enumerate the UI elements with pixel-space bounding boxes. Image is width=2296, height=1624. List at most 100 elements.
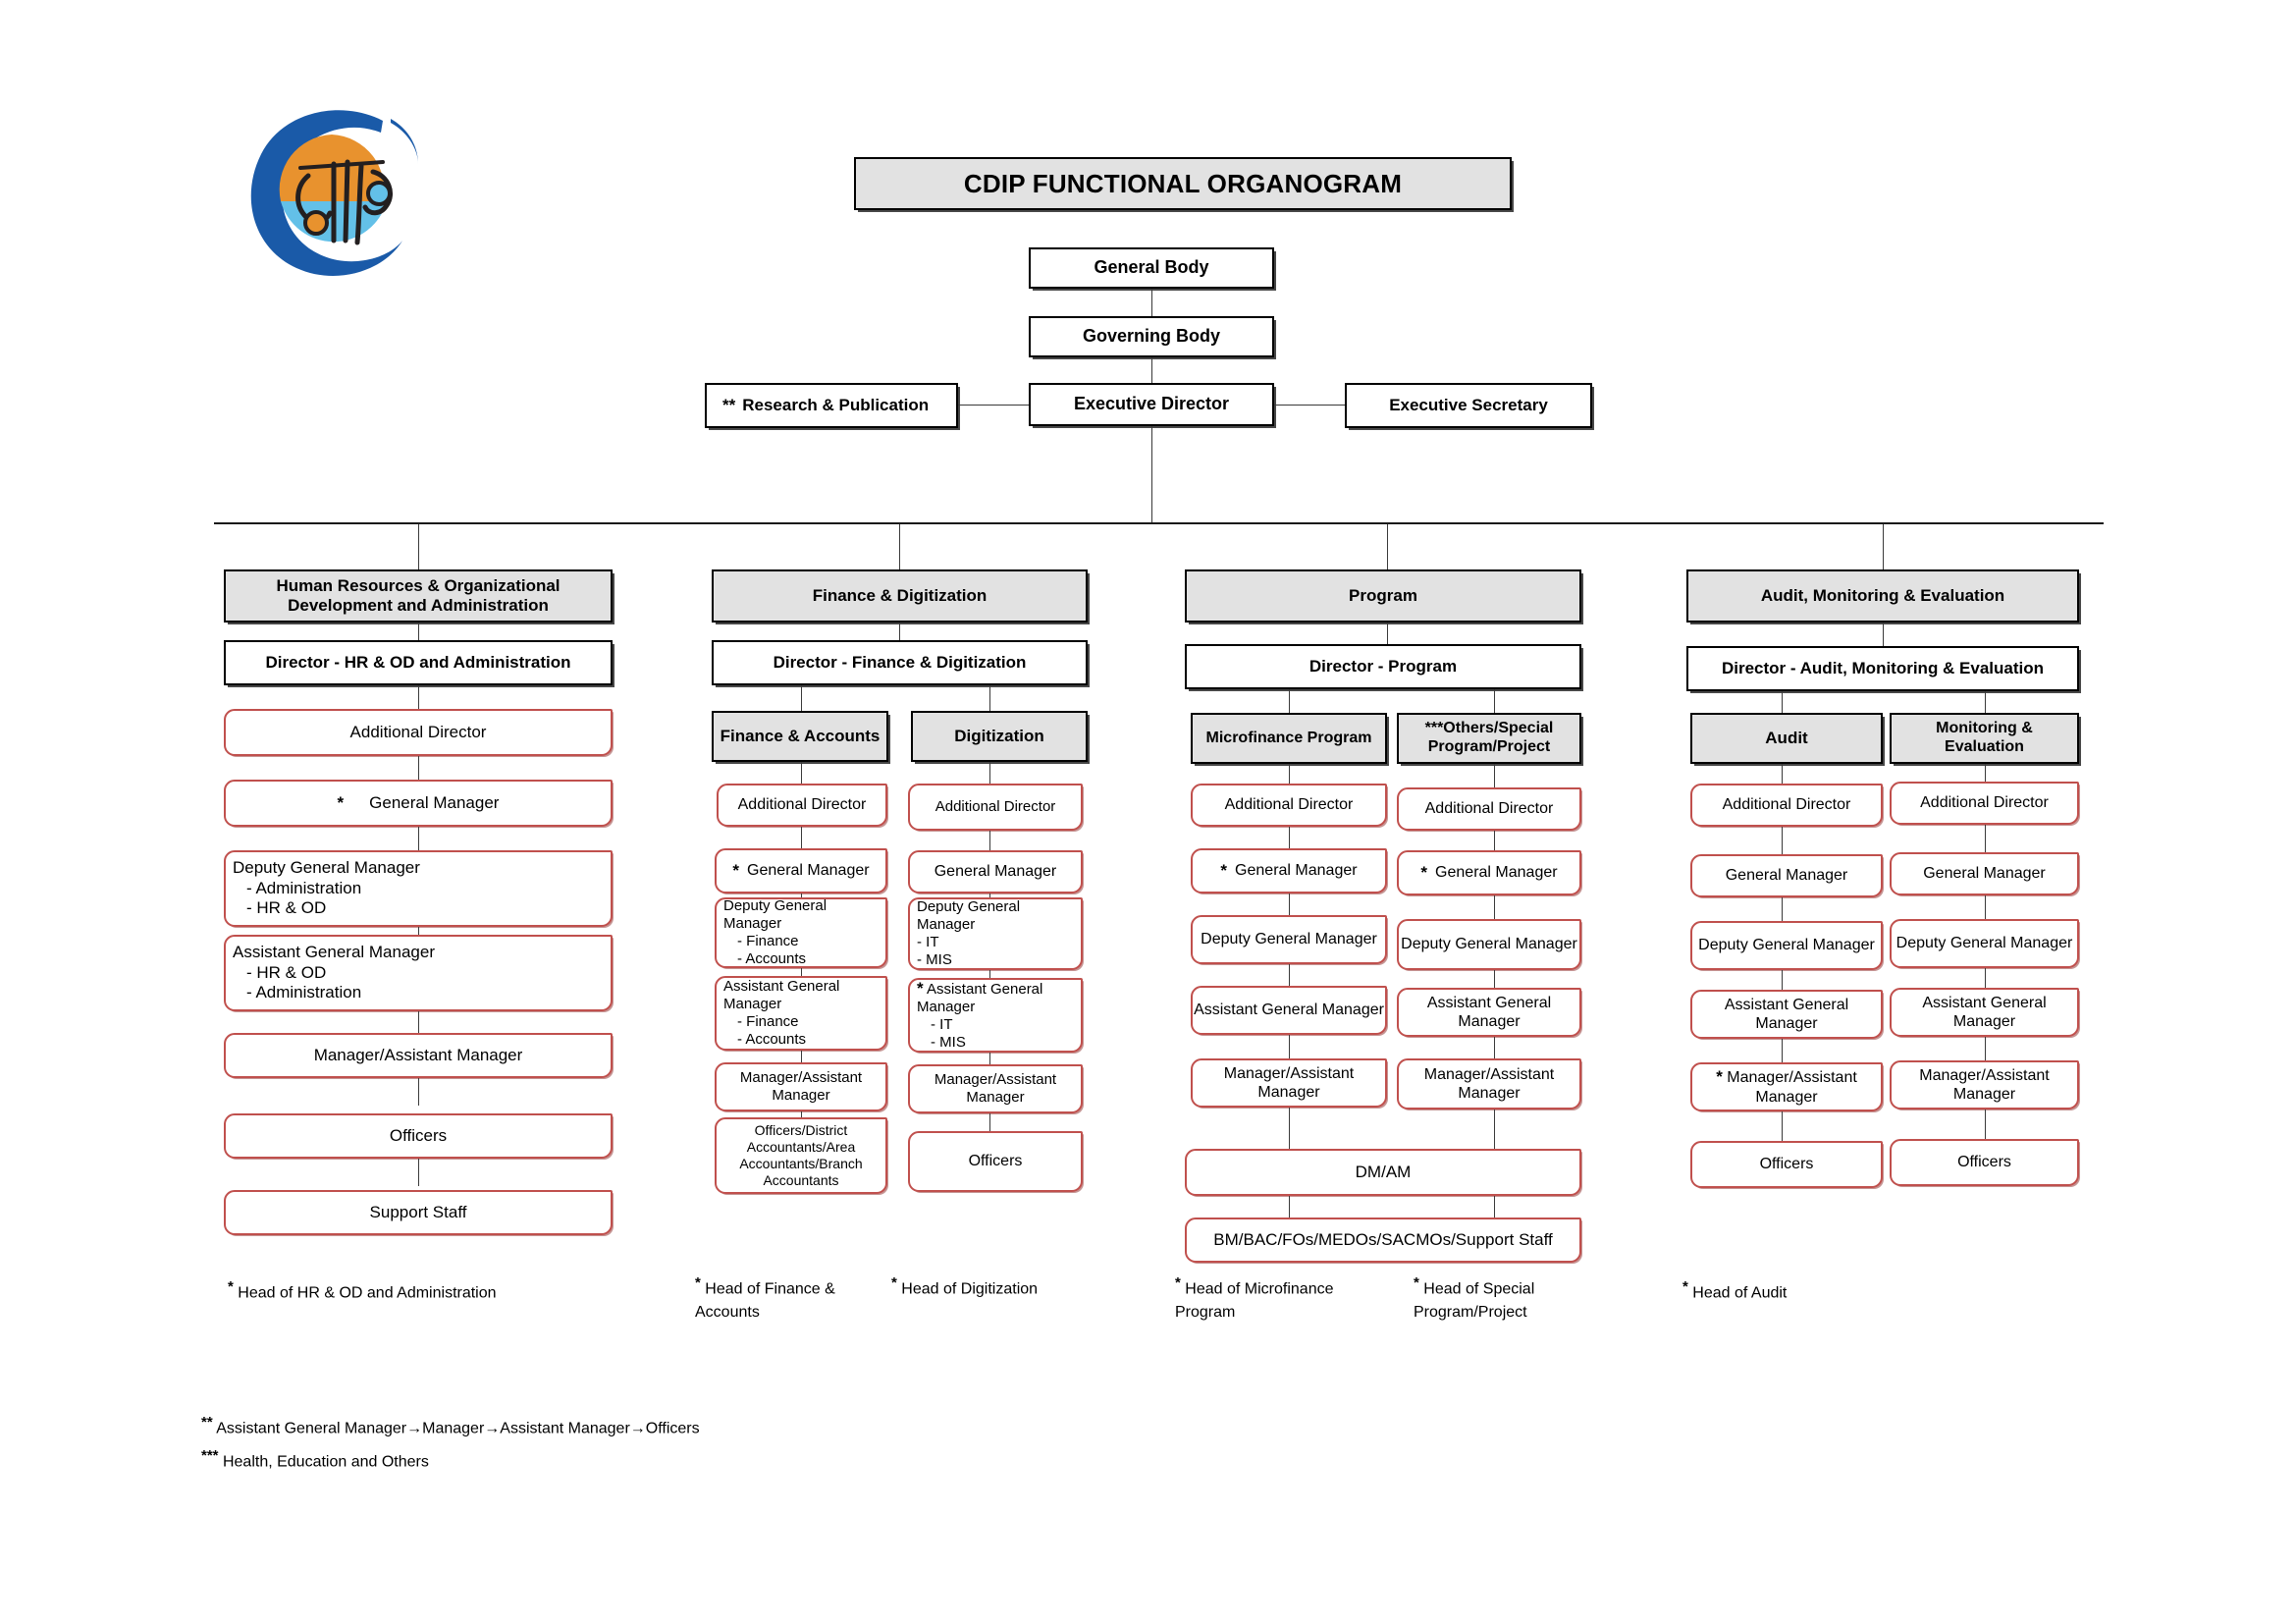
connector-fa-3 [801,968,802,980]
footnote-mf-text: Head of Microfinance Program [1175,1280,1334,1321]
branch-header-digitization: Digitization [911,711,1088,762]
node-dg-manager-assistant-manager: Manager/Assistant Manager [908,1064,1083,1113]
node-dg-officers: Officers [908,1131,1083,1192]
connector-sp-1 [1494,831,1495,852]
node-hr-agm-sub-1: - Administration [246,983,362,1002]
connector-dg-3 [989,970,990,982]
node-research-publication-label: Research & Publication [742,395,930,414]
connector-fa-1 [801,827,802,850]
connector-mf-5 [1289,1108,1290,1151]
node-hr-dgm-label: Deputy General Manager [233,858,420,878]
legend-0-text: Assistant General Manager→Manager→Assist… [216,1420,700,1437]
connector-hr-6 [418,1159,419,1186]
node-fa-manager-assistant-manager: Manager/Assistant Manager [715,1062,887,1111]
connector-col3-split-left [1289,689,1290,715]
footnote-sp-marker: * [1414,1274,1419,1291]
node-hr-deputy-general-manager: Deputy General Manager - Administration … [224,850,613,927]
footnote-fa-marker: * [695,1274,701,1291]
footnote-dg-marker: * [891,1274,897,1291]
connector-au-1 [1782,827,1783,856]
connector-gov-to-ed [1151,357,1152,387]
footnote-fa-text: Head of Finance & Accounts [695,1280,835,1321]
connector-mf-2 [1289,893,1290,917]
node-governing-body: Governing Body [1029,316,1274,357]
node-fa-general-manager: * General Manager [715,848,887,893]
connector-dg-5 [989,1113,990,1135]
node-dg-assistant-general-manager: * Assistant General Manager - IT - MIS [908,978,1083,1053]
connector-dmam-to-bm-right [1494,1196,1495,1221]
legend-triple-asterisk: *** Health, Education and Others [201,1445,1085,1474]
head-marker-asterisk: * [1716,1067,1723,1087]
node-me-additional-director: Additional Director [1890,782,2079,825]
head-marker-asterisk: * [1420,862,1428,882]
connector-au-2 [1782,897,1783,923]
footnote-digitization: * Head of Digitization [891,1272,1097,1301]
footnote-microfinance: * Head of Microfinance Program [1175,1272,1362,1324]
node-mf-assistant-general-manager: Assistant General Manager [1191,986,1387,1035]
footnote-hr-marker: * [228,1278,234,1295]
connector-ed-to-research [958,405,1029,406]
node-fa-general-manager-label: General Manager [747,862,870,880]
connector-me-5 [1985,1110,1986,1141]
branch-header-others-special-program: ***Others/Special Program/Project [1397,713,1581,764]
node-dg-dgm-label: Deputy General Manager [917,898,1021,933]
node-fa-agm-sub-0: - Finance [737,1013,799,1030]
node-sp-general-manager-label: General Manager [1435,864,1558,882]
column-header-finance: Finance & Digitization [712,569,1088,623]
node-hr-support-staff: Support Staff [224,1190,613,1235]
footnote-au-text: Head of Audit [1692,1284,1788,1302]
node-me-assistant-general-manager: Assistant General Manager [1890,988,2079,1037]
connector-sp-0 [1494,764,1495,787]
connector-au-5 [1782,1111,1783,1147]
branch-header-monitoring-evaluation: Monitoring & Evaluation [1890,713,2079,764]
connector-col1-header-to-director [418,623,419,642]
connector-sp-5 [1494,1110,1495,1151]
cdip-logo-svg [250,110,418,277]
footnote-finance-accounts: * Head of Finance & Accounts [695,1272,877,1324]
node-dg-general-manager: General Manager [908,850,1083,893]
connector-me-2 [1985,895,1986,921]
column-header-program: Program [1185,569,1581,623]
node-fa-deputy-general-manager: Deputy General Manager - Finance - Accou… [715,897,887,968]
connector-gb-to-gov [1151,289,1152,324]
connector-me-3 [1985,968,1986,990]
footnote-sp-text: Head of Special Program/Project [1414,1280,1535,1321]
node-fa-dgm-sub-1: - Accounts [737,950,807,967]
connector-ed-to-secretary [1274,405,1345,406]
node-fa-agm-label: Assistant General Manager [723,978,840,1012]
footnote-hr: * Head of HR & OD and Administration [228,1276,660,1305]
column-header-audit: Audit, Monitoring & Evaluation [1686,569,2079,623]
branch-header-finance-accounts: Finance & Accounts [712,711,888,762]
node-hr-manager-assistant-manager: Manager/Assistant Manager [224,1033,613,1078]
node-au-additional-director: Additional Director [1690,784,1883,827]
node-hr-general-manager-label: General Manager [369,792,500,812]
node-dg-agm-sub-1: - MIS [931,1034,966,1052]
column-header-hr: Human Resources & Organizational Develop… [224,569,613,623]
node-au-mam-label: Manager/Assistant Manager [1727,1069,1857,1106]
node-executive-secretary: Executive Secretary [1345,383,1592,428]
node-program-bm-bac-fos: BM/BAC/FOs/MEDOs/SACMOs/Support Staff [1185,1218,1581,1263]
connector-sp-3 [1494,970,1495,988]
connector-sp-4 [1494,1037,1495,1060]
node-dg-agm-label: Assistant General Manager [917,980,1043,1016]
connector-col1-director-to-node [418,685,419,711]
connector-col4-header-to-director [1883,623,1884,646]
node-sp-additional-director: Additional Director [1397,787,1581,831]
node-research-publication: ** Research & Publication [705,383,958,428]
head-marker-asterisk: * [732,860,740,880]
footnote-special-program: * Head of Special Program/Project [1414,1272,1590,1324]
connector-mf-4 [1289,1035,1290,1062]
footnote-hr-text: Head of HR & OD and Administration [238,1284,497,1302]
node-au-manager-assistant-manager: * Manager/Assistant Manager [1690,1062,1883,1111]
column-director-hr: Director - HR & OD and Administration [224,640,613,685]
connector-au-4 [1782,1039,1783,1064]
node-dg-dgm-sub-0: - IT [917,934,939,950]
connector-col2-header-to-director [899,623,900,642]
node-dg-agm-sub-0: - IT [931,1016,953,1034]
node-hr-dgm-sub-0: - Administration [246,878,362,897]
connector-mf-3 [1289,964,1290,986]
node-me-officers: Officers [1890,1139,2079,1186]
node-hr-assistant-general-manager: Assistant General Manager - HR & OD - Ad… [224,935,613,1011]
node-sp-assistant-general-manager: Assistant General Manager [1397,988,1581,1037]
cdip-logo [236,93,422,285]
